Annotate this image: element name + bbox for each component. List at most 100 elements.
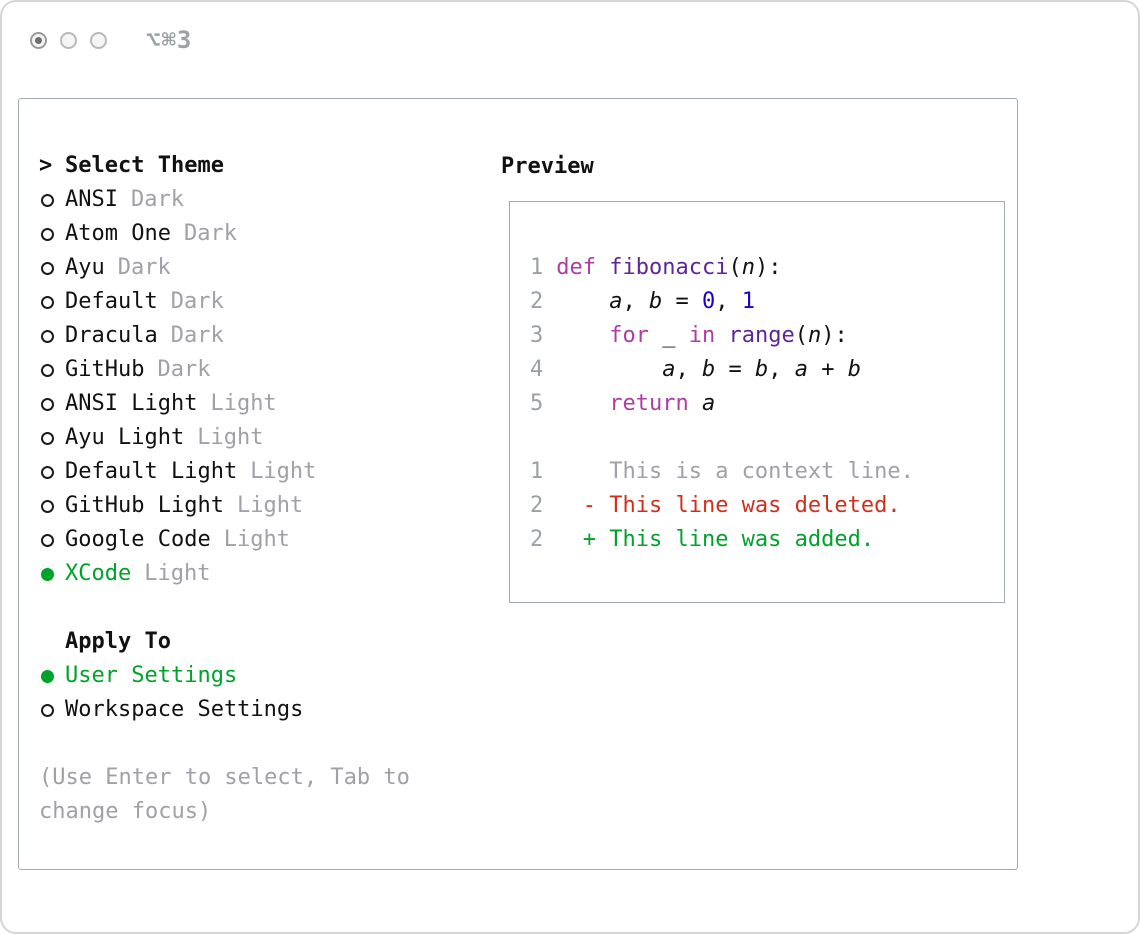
line-number: 2 bbox=[530, 492, 544, 518]
usage-hint: (Use Enter to select, Tab to change focu… bbox=[39, 765, 410, 824]
code-token: + bbox=[807, 356, 848, 382]
radio-icon bbox=[41, 329, 54, 343]
code-token: ): bbox=[754, 254, 782, 280]
option-label: XCode bbox=[65, 561, 132, 586]
radio-selected-icon bbox=[41, 669, 54, 683]
option-variant-label: Dark bbox=[170, 289, 224, 314]
code-line: 3 for _ in range(n): bbox=[530, 318, 1004, 352]
radio-icon bbox=[41, 227, 54, 241]
apply-to-option[interactable]: Workspace Settings bbox=[39, 693, 469, 727]
diff-text: This is a context line. bbox=[556, 458, 914, 484]
option-variant-label: Dark bbox=[170, 323, 224, 348]
traffic-light-close-button[interactable] bbox=[30, 31, 47, 49]
code-token: 0 bbox=[701, 288, 716, 314]
traffic-light-minimize-button[interactable] bbox=[60, 31, 77, 49]
apply-to-heading: Apply To bbox=[65, 629, 171, 654]
code-token: in bbox=[688, 322, 729, 348]
line-number: 4 bbox=[530, 356, 544, 382]
option-label: ANSI Light bbox=[65, 391, 198, 416]
code-token: for bbox=[609, 322, 663, 348]
code-token bbox=[556, 289, 609, 314]
option-label: Ayu bbox=[65, 255, 105, 280]
theme-option[interactable]: XCode Light bbox=[39, 557, 469, 591]
theme-option[interactable]: Ayu Dark bbox=[39, 251, 469, 285]
radio-icon bbox=[41, 397, 54, 411]
diff-line-added: 2 + This line was added. bbox=[530, 522, 1004, 556]
apply-to-option[interactable]: User Settings bbox=[39, 659, 469, 693]
code-token: b bbox=[847, 356, 861, 382]
option-label: GitHub bbox=[65, 357, 145, 382]
option-variant-label: Dark bbox=[157, 357, 211, 382]
code-token: ( bbox=[728, 254, 742, 280]
code-token: ): bbox=[821, 322, 848, 348]
theme-option[interactable]: Default Dark bbox=[39, 285, 469, 319]
code-token bbox=[556, 357, 662, 382]
code-token: , bbox=[675, 356, 702, 382]
code-token: ( bbox=[794, 322, 808, 348]
radio-selected-icon bbox=[41, 567, 54, 581]
code-line: 5 return a bbox=[530, 386, 1004, 420]
option-variant-label: Light bbox=[250, 459, 317, 484]
preview-heading: Preview bbox=[501, 153, 594, 179]
option-label: Atom One bbox=[65, 221, 171, 246]
theme-option[interactable]: GitHub Dark bbox=[39, 353, 469, 387]
option-label: Default bbox=[65, 289, 158, 314]
spacer bbox=[39, 727, 469, 761]
radio-icon bbox=[41, 363, 54, 377]
code-token: a bbox=[662, 356, 676, 382]
option-variant-label: Light bbox=[144, 561, 211, 586]
code-token: range bbox=[728, 322, 795, 348]
option-label: Workspace Settings bbox=[65, 697, 304, 722]
code-token: n bbox=[807, 322, 822, 348]
code-token: = bbox=[715, 356, 755, 382]
code-line: 2 a, b = 0, 1 bbox=[530, 284, 1004, 318]
code-token: , bbox=[768, 356, 795, 382]
code-token: return bbox=[609, 390, 702, 416]
theme-option[interactable]: Atom One Dark bbox=[39, 217, 469, 251]
code-token: a bbox=[609, 288, 623, 314]
titlebar: ⌥⌘3 bbox=[30, 26, 192, 54]
code-token: , bbox=[715, 288, 742, 314]
code-token bbox=[556, 323, 609, 348]
traffic-light-zoom-button[interactable] bbox=[90, 31, 107, 49]
option-variant-label: Light bbox=[197, 425, 264, 450]
radio-icon bbox=[41, 295, 54, 309]
theme-option[interactable]: ANSI Light Light bbox=[39, 387, 469, 421]
prompt-caret: > bbox=[39, 153, 53, 178]
select-theme-title: Select Theme bbox=[65, 153, 224, 178]
radio-icon bbox=[41, 465, 54, 479]
option-label: GitHub Light bbox=[65, 493, 224, 518]
code-token: , bbox=[622, 288, 649, 314]
code-token: b bbox=[701, 356, 716, 382]
option-label: User Settings bbox=[65, 663, 238, 688]
option-label: Ayu Light bbox=[65, 425, 185, 450]
code-line: 4 a, b = b, a + b bbox=[530, 352, 1004, 386]
option-variant-label: Dark bbox=[117, 255, 171, 280]
line-number: 2 bbox=[530, 288, 544, 314]
radio-icon bbox=[41, 499, 54, 513]
code-token: b bbox=[754, 356, 769, 382]
diff-text: + This line was added. bbox=[556, 526, 875, 552]
option-variant-label: Light bbox=[223, 527, 290, 552]
line-number: 1 bbox=[530, 254, 544, 280]
radio-icon bbox=[41, 193, 54, 207]
code-token: b bbox=[648, 288, 663, 314]
code-token: n bbox=[741, 254, 755, 280]
code-token: a bbox=[701, 390, 716, 416]
theme-option[interactable]: Ayu Light Light bbox=[39, 421, 469, 455]
radio-icon bbox=[41, 703, 54, 717]
option-variant-label: Light bbox=[210, 391, 277, 416]
radio-icon bbox=[41, 533, 54, 547]
option-variant-label: Dark bbox=[183, 221, 237, 246]
